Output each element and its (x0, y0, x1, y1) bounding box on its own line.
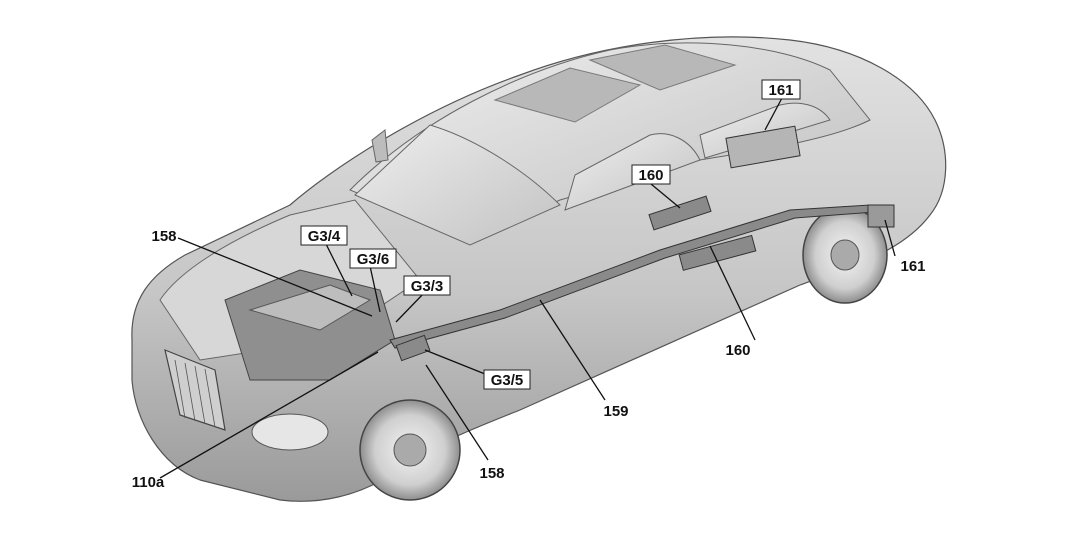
callout-160-right: 160 (725, 342, 750, 359)
sunroof-rear (588, 44, 737, 91)
callout-159: 159 (603, 403, 628, 420)
svg-text:161: 161 (900, 258, 925, 275)
svg-text:161: 161 (768, 82, 793, 99)
svg-text:G3/3: G3/3 (411, 278, 444, 295)
svg-text:G3/6: G3/6 (357, 251, 390, 268)
svg-text:G3/4: G3/4 (308, 228, 341, 245)
callout-g3-4: G3/4 (300, 225, 348, 246)
svg-text:160: 160 (638, 167, 663, 184)
callout-161-top: 161 (761, 79, 801, 100)
callout-158-bottom: 158 (479, 465, 504, 482)
callout-g3-6: G3/6 (349, 248, 397, 269)
svg-text:G3/5: G3/5 (491, 372, 524, 389)
svg-text:160: 160 (725, 342, 750, 359)
callout-g3-3: G3/3 (403, 275, 451, 296)
center-muffler (678, 234, 757, 271)
sunroof-front (493, 67, 642, 123)
callout-158-left: 158 (151, 228, 176, 245)
headlight (251, 413, 329, 451)
svg-text:110a: 110a (132, 474, 165, 491)
windshield (354, 124, 561, 246)
callout-110a: 110a (132, 474, 165, 491)
front-grille (164, 349, 226, 431)
svg-text:158: 158 (151, 228, 176, 245)
callout-160-top: 160 (631, 164, 671, 185)
rear-muffler (725, 125, 801, 169)
tailpipe (867, 204, 895, 228)
catalytic-converter (395, 334, 431, 362)
callout-g3-5: G3/5 (483, 369, 531, 390)
side-mirror (371, 129, 389, 163)
svg-text:158: 158 (479, 465, 504, 482)
exhaust-system (389, 125, 895, 362)
leader-lines (159, 97, 896, 479)
callout-161-right: 161 (900, 258, 925, 275)
svg-text:159: 159 (603, 403, 628, 420)
